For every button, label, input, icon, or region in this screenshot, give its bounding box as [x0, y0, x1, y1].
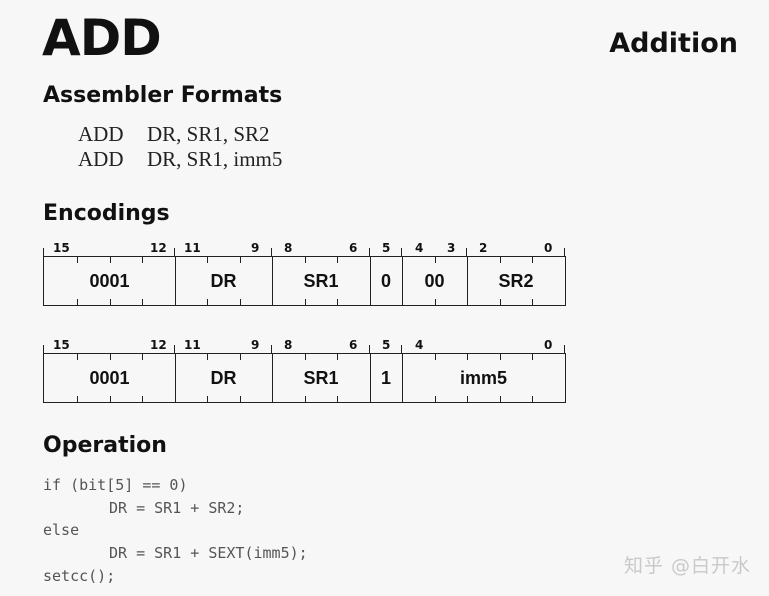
assembler-operands: DR, SR1, imm5: [147, 147, 283, 171]
dr-field: DR: [210, 367, 237, 388]
operation-code-line: DR = SR1 + SR2;: [109, 499, 245, 517]
bit-label: 8: [284, 338, 293, 352]
bit-label: 2: [479, 241, 488, 255]
bit-number-row: 15 12 11 9 8 6 5 4 0: [43, 337, 566, 353]
operation-code-line: if (bit[5] == 0): [43, 476, 188, 494]
encodings-heading: Encodings: [43, 201, 170, 226]
bit-label: 11: [184, 338, 201, 352]
bit-label: 6: [349, 338, 358, 352]
bit-label: 9: [251, 241, 260, 255]
assembler-opcode: ADD: [78, 122, 124, 146]
operation-code-line: else: [43, 521, 80, 539]
opcode-field: 0001: [89, 367, 130, 388]
bit-label: 12: [150, 241, 167, 255]
operation-code-line: DR = SR1 + SEXT(imm5);: [109, 544, 308, 562]
operation-heading: Operation: [43, 433, 167, 458]
assembler-format-line: ADD DR, SR1, SR2: [78, 121, 270, 147]
instruction-word-box: 0001 DR SR1 1 imm5: [43, 353, 566, 403]
bit-label: 0: [544, 338, 553, 352]
dr-field: DR: [210, 270, 237, 291]
bit-label: 12: [150, 338, 167, 352]
page-title: ADD: [42, 9, 162, 67]
opcode-field: 0001: [89, 270, 130, 291]
bit-label: 4: [415, 241, 424, 255]
bit-label: 15: [53, 338, 70, 352]
instruction-word-box: 0001 DR SR1 0 00 SR2: [43, 256, 566, 306]
encoding-immediate-mode: 15 12 11 9 8 6 5 4 0 0001 DR SR1 1 imm5: [43, 337, 566, 403]
bit-number-row: 15 12 11 9 8 6 5 4 3 2 0: [43, 240, 566, 256]
sr1-field: SR1: [303, 270, 339, 291]
unused-bits-field: 00: [424, 270, 445, 291]
imm5-field: imm5: [459, 367, 508, 388]
sr2-field: SR2: [498, 270, 534, 291]
bit-label: 4: [415, 338, 424, 352]
bit-label: 5: [382, 338, 391, 352]
assembler-opcode: ADD: [78, 147, 124, 171]
bit-label: 0: [544, 241, 553, 255]
sr1-field: SR1: [303, 367, 339, 388]
bit-label: 8: [284, 241, 293, 255]
bit-label: 6: [349, 241, 358, 255]
assembler-formats-heading: Assembler Formats: [43, 83, 283, 108]
assembler-format-line: ADD DR, SR1, imm5: [78, 146, 282, 172]
bit-label: 15: [53, 241, 70, 255]
bit-label: 5: [382, 241, 391, 255]
mode-bit-field: 1: [380, 367, 391, 388]
watermark: 知乎 @白开水: [623, 555, 751, 577]
bit-label: 11: [184, 241, 201, 255]
operation-code-line: setcc();: [43, 567, 116, 585]
bit-label: 9: [251, 338, 260, 352]
page-subtitle: Addition: [609, 28, 738, 59]
assembler-operands: DR, SR1, SR2: [147, 122, 270, 146]
mode-bit-field: 0: [380, 270, 391, 291]
encoding-register-mode: 15 12 11 9 8 6 5 4 3 2 0 0001 DR SR1 0 0…: [43, 240, 566, 306]
bit-label: 3: [447, 241, 456, 255]
